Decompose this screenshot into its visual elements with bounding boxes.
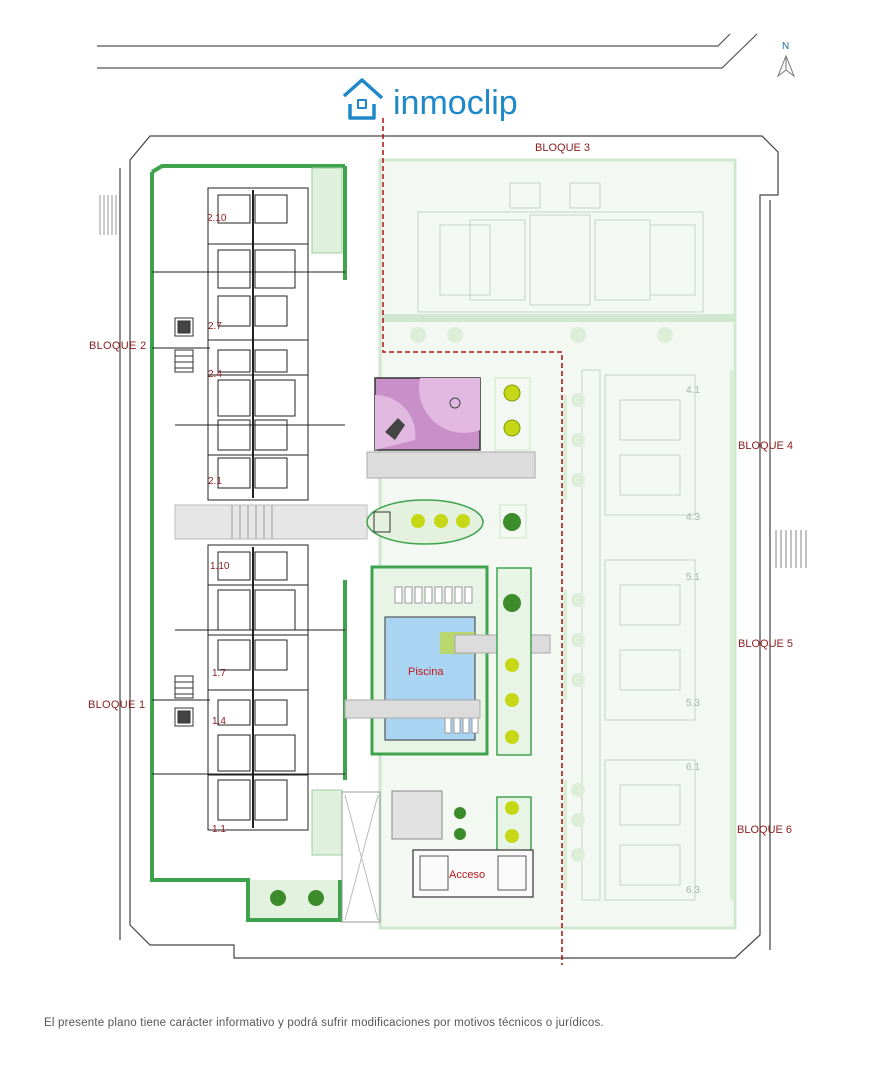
unit-label: 4.3 [686,512,700,523]
tree-icon [454,807,466,819]
pool-label: Piscina [408,666,444,678]
west-hedge [150,164,347,922]
tree-icon [308,890,324,906]
block-1-building [207,544,309,831]
brand-name: inmoclip [393,84,518,122]
unit-label: 6.3 [686,885,700,896]
block-1-cores [174,675,194,727]
block-label: BLOQUE 1 [88,699,145,711]
brand-logo: inmoclip [342,78,518,122]
unit-label: 1.1 [212,824,226,835]
ramp-hatch [344,794,379,921]
top-road [97,33,758,69]
tree-icon [270,890,286,906]
entrance-ramp [341,791,381,923]
unit-label: 1.10 [210,561,230,572]
crosswalk-right [775,530,807,568]
planter [494,377,531,451]
tree-icon [503,513,521,531]
block-2-building [207,187,309,501]
garden-bed [250,880,338,918]
pergola [366,451,536,479]
oval-garden [366,499,484,545]
site-boundary [119,135,779,959]
unit-label: 2.10 [207,213,227,224]
block-label: BLOQUE 3 [535,142,590,154]
disclaimer-text: El presente plano tiene carácter informa… [44,1017,604,1029]
access-label: Acceso [449,869,485,881]
unit-label: 5.1 [686,572,700,583]
house-logo-icon [342,78,384,120]
tree-icon [454,828,466,840]
access-building: Acceso [412,849,534,898]
block-label: BLOQUE 5 [738,638,793,650]
utility-room [391,790,443,840]
north-arrow: N [776,41,796,78]
east-planters [496,567,532,853]
green-strip [311,789,343,856]
crosswalk-left [99,195,117,235]
block-label: BLOQUE 6 [737,824,792,836]
playground [374,377,481,451]
palm-tree-icon [503,384,521,437]
walkway [344,699,481,719]
unit-label: 1.7 [212,668,226,679]
unit-label: 4.1 [686,385,700,396]
unit-label: 2.1 [208,476,222,487]
block-label: BLOQUE 4 [738,440,793,452]
unit-label: 2.7 [208,321,222,332]
block-2-cores [174,317,194,373]
unit-label: 6.1 [686,762,700,773]
block-label: BLOQUE 2 [89,340,146,352]
green-strip [311,167,343,254]
planter [499,504,527,539]
pool-area: Piscina [370,565,489,756]
unit-label: 2.4 [208,369,222,380]
unit-label: 5.3 [686,698,700,709]
phase-boundary-line [382,118,563,965]
unit-label: 1.4 [212,716,226,727]
north-label: N [782,41,789,52]
corridor [174,504,368,540]
